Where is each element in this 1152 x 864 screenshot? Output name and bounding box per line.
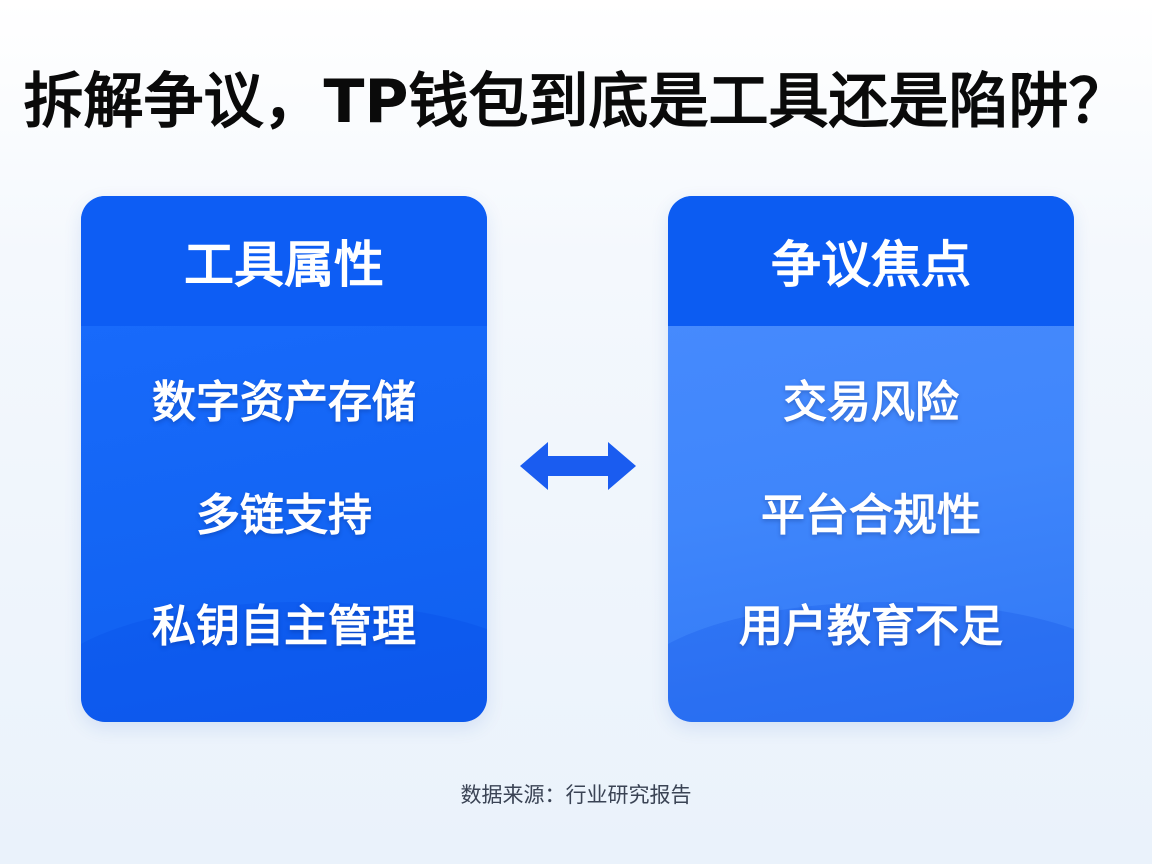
list-item: 平台合规性: [761, 490, 981, 541]
list-item: 数字资产存储: [152, 377, 416, 428]
list-item: 多链支持: [196, 490, 372, 541]
page-title: 拆解争议，TP钱包到底是工具还是陷阱？: [23, 67, 1129, 137]
list-item: 交易风险: [783, 377, 959, 428]
tool-attributes-card: 工具属性 数字资产存储 多链支持 私钥自主管理: [81, 196, 487, 722]
decorative-wave: [668, 602, 1074, 722]
card-header: 工具属性: [81, 196, 487, 326]
list-item: 私钥自主管理: [152, 601, 416, 652]
data-source-note: 数据来源：行业研究报告: [460, 783, 692, 807]
list-item: 用户教育不足: [739, 601, 1003, 652]
decorative-wave: [81, 602, 487, 722]
card-header: 争议焦点: [668, 196, 1074, 326]
controversy-focus-card: 争议焦点 交易风险 平台合规性 用户教育不足: [668, 196, 1074, 722]
double-arrow-icon: [520, 442, 636, 490]
